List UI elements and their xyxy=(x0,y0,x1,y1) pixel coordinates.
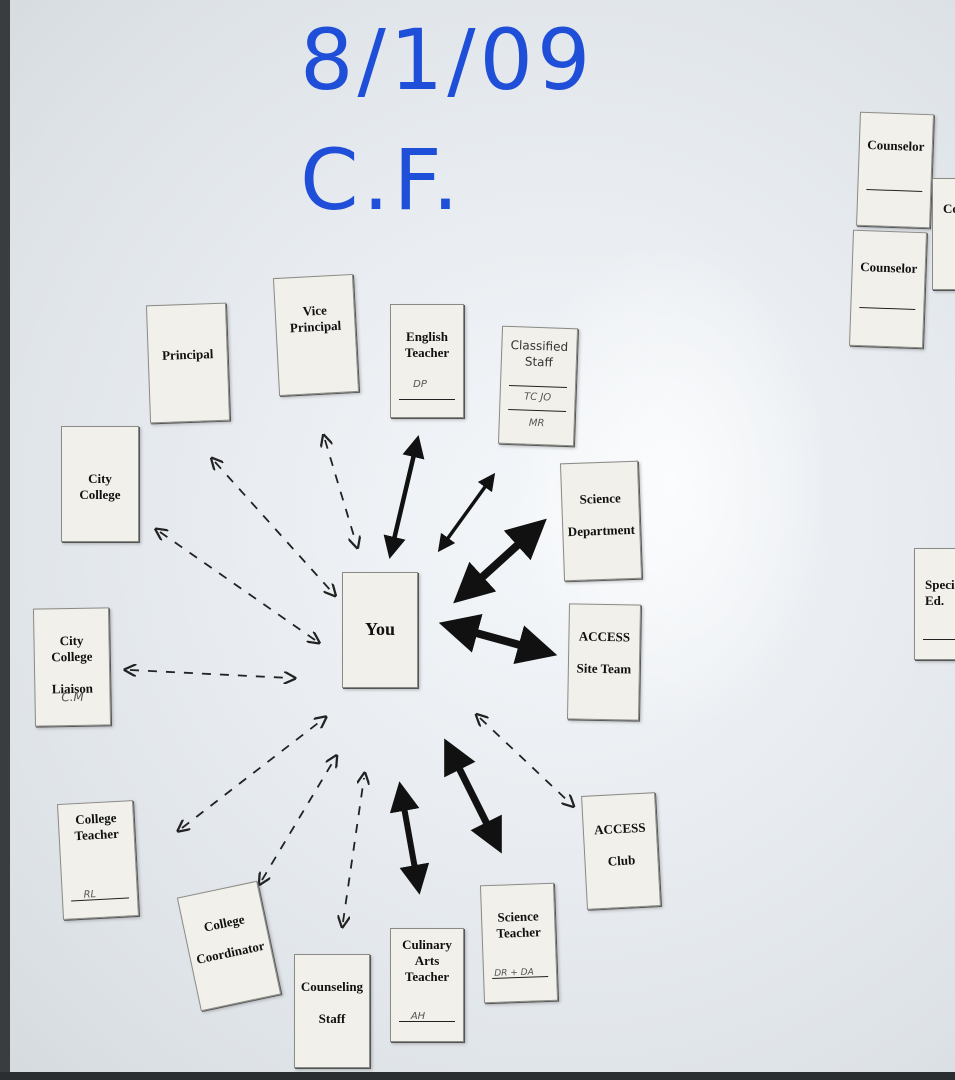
card-counseling-staff-line2: Staff xyxy=(318,1011,346,1026)
arrow-college-teacher xyxy=(182,720,322,828)
card-access-site-team-line1: ACCESS xyxy=(578,628,631,645)
card-counseling-staff-line1: Counseling xyxy=(300,979,364,994)
card-city-college-liaison-line1: City College xyxy=(51,632,93,665)
arrow-access-site-team xyxy=(438,614,558,664)
card-classified-staff-line2: Staff xyxy=(524,354,554,370)
card-principal: Principal xyxy=(145,302,231,424)
title-initials: C.F. xyxy=(300,131,463,229)
card-counselor-1-label: Counselor xyxy=(867,137,925,155)
card-principal-label: Principal xyxy=(161,346,214,363)
card-access-site-team: ACCESS Site Team xyxy=(566,603,642,721)
arrow-access-club xyxy=(480,718,570,803)
card-science-teacher-line2: Teacher xyxy=(496,924,542,941)
card-special-ed-underline xyxy=(923,639,955,640)
card-counselor-1-underline xyxy=(866,189,923,192)
card-science-department-line1: Science xyxy=(579,490,622,507)
card-science-teacher-handwritten: DR + DA xyxy=(494,967,534,979)
arrow-counseling-staff xyxy=(343,778,364,922)
card-classified-staff-underline2 xyxy=(508,408,567,412)
card-counselor-partial: Co xyxy=(932,178,955,290)
arrow-vice-principal xyxy=(325,440,356,543)
arrow-college-coordinator xyxy=(262,760,334,880)
card-english-teacher-line2: Teacher xyxy=(404,345,450,360)
card-city-college: City College xyxy=(61,426,139,542)
card-city-college-liaison-handwritten: C.M xyxy=(61,689,84,705)
card-english-teacher: English Teacher DP xyxy=(390,304,464,418)
card-special-ed-line2: Ed. xyxy=(925,593,945,608)
card-english-teacher-underline xyxy=(399,399,455,400)
card-access-club: ACCESS Club xyxy=(581,792,661,910)
arrow-city-college-liaison xyxy=(130,670,290,678)
arrow-principal xyxy=(215,462,332,592)
card-classified-staff-handwritten1: TC JO xyxy=(523,391,552,404)
card-culinary-arts-teacher-handwritten: AH xyxy=(410,1011,426,1022)
card-culinary-arts-teacher-underline xyxy=(399,1021,455,1022)
card-college-coordinator-line2: Coordinator xyxy=(194,937,266,967)
arrow-classified-staff xyxy=(437,472,496,553)
card-science-department: Science Department xyxy=(559,460,643,582)
arrow-culinary-arts-teacher xyxy=(389,781,430,895)
card-counselor-2: Counselor xyxy=(848,229,928,349)
arrow-science-teacher xyxy=(444,738,502,854)
card-college-teacher-line2: Teacher xyxy=(74,825,120,844)
card-counselor-2-label: Counselor xyxy=(859,259,918,277)
card-special-ed: Speci Ed. xyxy=(914,548,955,660)
card-culinary-arts-teacher-line3: Teacher xyxy=(404,969,450,984)
card-culinary-arts-teacher-line2: Arts xyxy=(414,953,440,968)
arrow-city-college xyxy=(160,532,315,640)
arrow-science-department xyxy=(453,518,547,604)
card-access-club-line2: Club xyxy=(607,852,636,869)
card-you: You xyxy=(342,572,418,688)
arrow-english-teacher xyxy=(383,435,425,559)
board-frame-left xyxy=(0,0,10,1080)
card-science-department-line2: Department xyxy=(567,521,636,540)
card-college-teacher: College Teacher RL xyxy=(57,800,139,920)
card-college-coordinator-line1: College xyxy=(202,911,246,935)
card-college-teacher-handwritten: RL xyxy=(83,889,97,901)
handwritten-title: 8/1/09 C.F. xyxy=(300,0,780,229)
card-special-ed-line1: Speci xyxy=(925,577,955,592)
card-vice-principal: Vice Principal xyxy=(272,273,360,397)
card-classified-staff-underline1 xyxy=(508,384,567,389)
card-classified-staff: Classified Staff TC JO MR xyxy=(497,325,579,447)
card-city-college-liaison: City College Liaison C.M xyxy=(32,607,112,727)
card-counselor-1: Counselor xyxy=(856,111,934,229)
board-frame-bottom xyxy=(0,1072,955,1080)
card-counselor-partial-label: Co xyxy=(943,201,955,216)
card-access-club-line1: ACCESS xyxy=(593,819,646,838)
card-vice-principal-line2: Principal xyxy=(289,317,342,336)
card-culinary-arts-teacher: Culinary Arts Teacher AH xyxy=(390,928,464,1042)
card-counseling-staff: Counseling Staff xyxy=(294,954,370,1068)
card-counselor-2-underline xyxy=(859,307,916,310)
card-you-label: You xyxy=(364,619,395,639)
title-date: 8/1/09 xyxy=(300,11,595,109)
card-science-teacher: Science Teacher DR + DA xyxy=(479,882,559,1004)
card-city-college-label: City College xyxy=(79,471,121,502)
card-culinary-arts-teacher-line1: Culinary xyxy=(402,937,452,952)
card-classified-staff-line1: Classified xyxy=(510,338,569,355)
card-english-teacher-line1: English xyxy=(406,329,448,344)
card-english-teacher-handwritten: DP xyxy=(413,379,427,390)
card-classified-staff-handwritten2: MR xyxy=(528,417,545,430)
card-access-site-team-line2: Site Team xyxy=(576,660,632,677)
